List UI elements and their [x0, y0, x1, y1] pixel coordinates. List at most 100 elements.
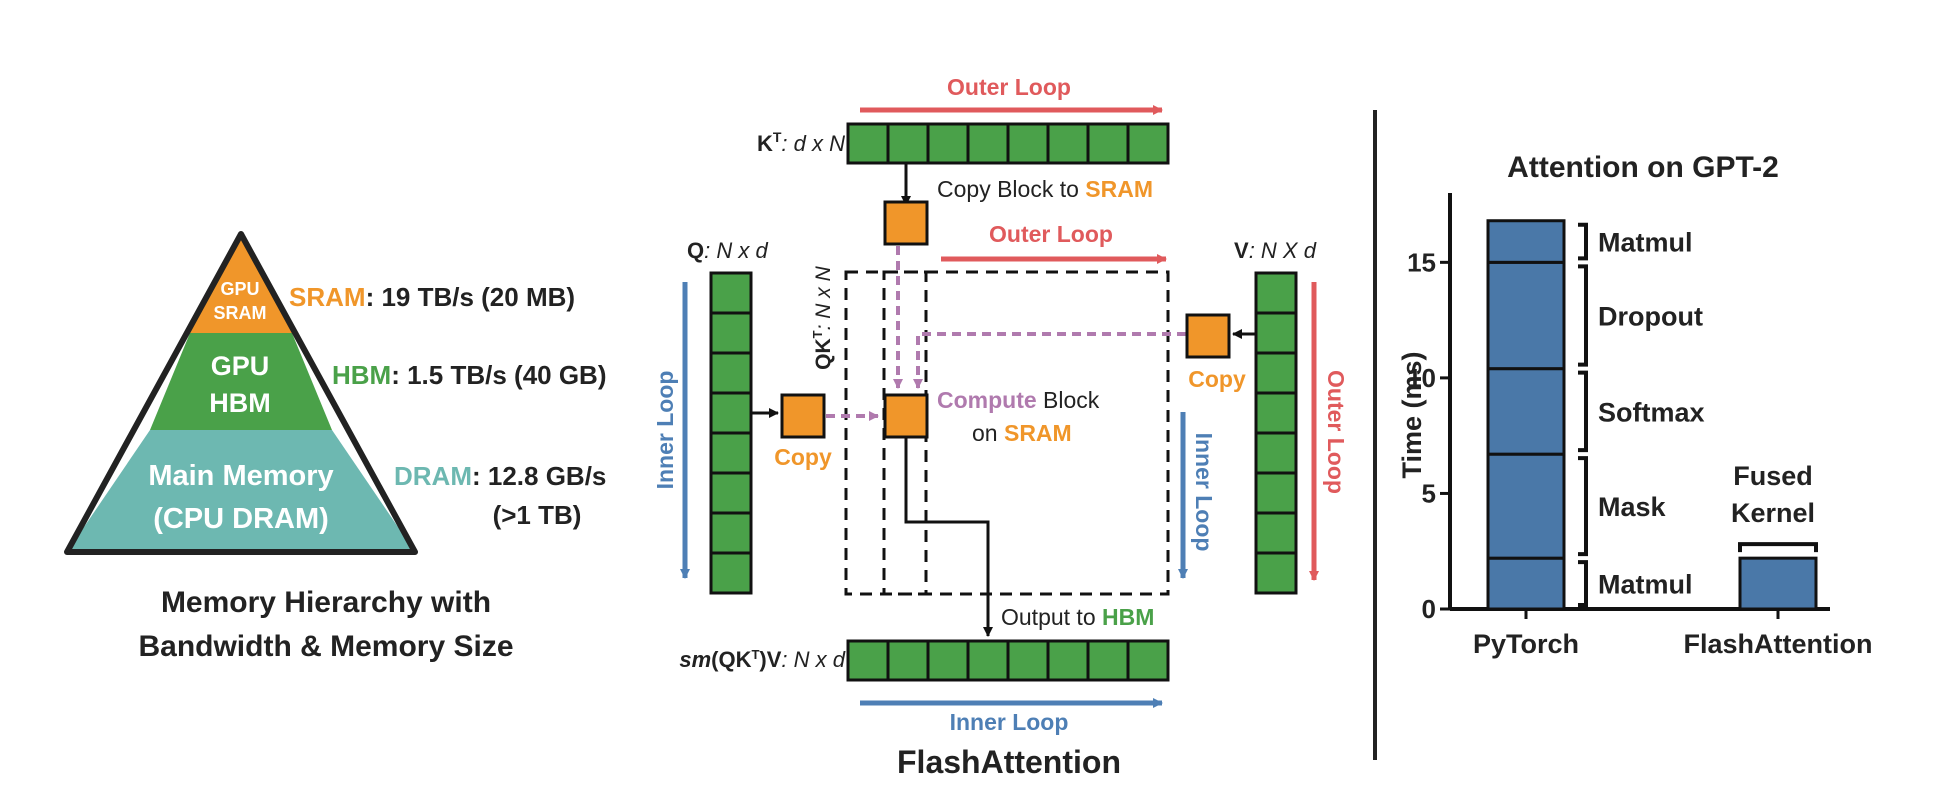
- copy-block-to-sram-label: Copy Block to SRAM: [937, 176, 1153, 202]
- inner-loop-bottom-label: Inner Loop: [950, 709, 1069, 735]
- sram-tier-label-1: GPU: [220, 279, 259, 299]
- output-path-arrow: [904, 437, 993, 637]
- kt-block: [966, 122, 1010, 165]
- hierarchy-caption-2: Bandwidth & Memory Size: [138, 630, 513, 663]
- v-to-compute-arrow: [913, 332, 1186, 389]
- kt-block-row: [846, 122, 1170, 165]
- v-label: V: N X d: [1234, 238, 1317, 263]
- kt-block: [1006, 122, 1050, 165]
- pyramid-outline: [64, 231, 418, 555]
- pyramid-hbm-tier: [150, 333, 332, 430]
- output-block: [926, 639, 970, 682]
- output-block: [846, 639, 890, 682]
- fused-kernel-label-2: Kernel: [1731, 498, 1815, 528]
- kt-label-sup: T: [773, 129, 782, 145]
- x-tick-label: PyTorch: [1473, 629, 1579, 659]
- y-tick-label: 10: [1407, 363, 1436, 393]
- output-to-hbm-label: Output to HBM: [1001, 604, 1154, 630]
- q-block: [709, 271, 753, 315]
- output-sm-text: sm: [679, 647, 711, 672]
- q-label-dims: : N x d: [704, 238, 768, 263]
- compute-sram-text: SRAM: [1004, 420, 1072, 446]
- v-block: [1254, 311, 1298, 355]
- segment-bracket: [1578, 560, 1588, 607]
- compute-on-sram-label: on SRAM: [972, 420, 1072, 446]
- copy-left-label: Copy: [774, 444, 832, 470]
- kt-block: [926, 122, 970, 165]
- q-label: Q: N x d: [687, 238, 768, 263]
- v-label-dims: : N X d: [1249, 238, 1317, 263]
- v-label-name: V: [1234, 238, 1249, 263]
- y-tick-label: 0: [1422, 594, 1436, 624]
- v-block: [1254, 551, 1298, 595]
- q-block: [709, 431, 753, 475]
- outer-loop-mid-label: Outer Loop: [989, 221, 1113, 247]
- kt-block: [1086, 122, 1130, 165]
- bar-segment-pytorch-softmax: [1486, 367, 1566, 456]
- inner-loop-right-label: Inner Loop: [1191, 433, 1217, 552]
- bar-segment-pytorch-dropout: [1486, 260, 1566, 371]
- y-tick-label: 15: [1407, 247, 1436, 277]
- pyramid-sram-tier: [190, 234, 292, 333]
- dram-spec-value: : 12.8 GB/s: [472, 461, 606, 491]
- output-sup-text: T: [751, 647, 759, 662]
- output-v-text: )V: [759, 647, 781, 672]
- kt-block: [1046, 122, 1090, 165]
- segment-label: Softmax: [1598, 397, 1705, 427]
- v-block: [1254, 351, 1298, 395]
- chart-title: Attention on GPT-2: [1507, 151, 1779, 184]
- bar-segment-pytorch-matmul: [1486, 219, 1566, 264]
- v-sram-block: [1185, 313, 1231, 359]
- segment-label: Mask: [1598, 492, 1667, 522]
- output-label: sm(QKT)V: N x d: [679, 647, 845, 672]
- copy-right-label: Copy: [1188, 366, 1246, 392]
- kt-label: KT: d x N: [757, 129, 845, 156]
- dram-spec: DRAM: 12.8 GB/s: [394, 461, 606, 491]
- segment-label: Matmul: [1598, 228, 1693, 258]
- q-block: [709, 311, 753, 355]
- qkt-label-name: QK: [812, 338, 835, 370]
- dram-tier-label-2: (CPU DRAM): [153, 503, 329, 535]
- output-block: [1006, 639, 1050, 682]
- v-block: [1254, 271, 1298, 315]
- flashattention-diagram: Outer Loop KT: d x N Copy Block to SRAM …: [652, 74, 1349, 780]
- sram-tier-label-2: SRAM: [214, 303, 267, 323]
- bar-segment-pytorch-matmul: [1486, 556, 1566, 611]
- output-qk-text: (QK: [711, 647, 751, 672]
- outer-loop-top-label: Outer Loop: [947, 74, 1071, 100]
- qkt-matrix-region: [844, 270, 1170, 596]
- output-block: [1126, 639, 1170, 682]
- output-hbm-text: HBM: [1102, 604, 1154, 630]
- v-block: [1254, 471, 1298, 515]
- bar-segment-pytorch-mask: [1486, 452, 1566, 560]
- output-to-text: Output to: [1001, 604, 1102, 630]
- hbm-tier-label-1: GPU: [211, 351, 270, 381]
- copy-block-to-text: Copy Block to: [937, 176, 1085, 202]
- q-block: [709, 551, 753, 595]
- kt-block: [886, 122, 930, 165]
- dram-spec-size: (>1 TB): [493, 500, 582, 530]
- qkt-label-sup: T: [810, 330, 825, 338]
- segment-bracket: [1578, 264, 1588, 367]
- hbm-tier-label-2: HBM: [209, 388, 271, 418]
- hierarchy-caption-1: Memory Hierarchy with: [161, 586, 491, 619]
- segment-label: Matmul: [1598, 570, 1693, 600]
- sram-spec-name: SRAM: [289, 282, 366, 312]
- kt-label-dims: : d x N: [781, 131, 845, 156]
- q-block: [709, 391, 753, 435]
- kt-block: [846, 122, 890, 165]
- copy-block-sram-text: SRAM: [1085, 176, 1153, 202]
- hbm-spec-value: : 1.5 TB/s (40 GB): [391, 360, 606, 390]
- output-dims-text: : N x d: [781, 647, 845, 672]
- q-block: [709, 511, 753, 555]
- qkt-label-dims: : N x N: [812, 265, 835, 330]
- hbm-spec: HBM: 1.5 TB/s (40 GB): [332, 360, 607, 390]
- bar-segment-flashattention-fused-kernel: [1738, 556, 1818, 611]
- attention-gpt2-chart: Attention on GPT-2 Time (ms) 051015PyTor…: [1397, 151, 1873, 659]
- segment-bracket: [1578, 222, 1588, 261]
- q-label-name: Q: [687, 238, 704, 263]
- v-block: [1254, 391, 1298, 435]
- outer-loop-right-label: Outer Loop: [1323, 370, 1349, 494]
